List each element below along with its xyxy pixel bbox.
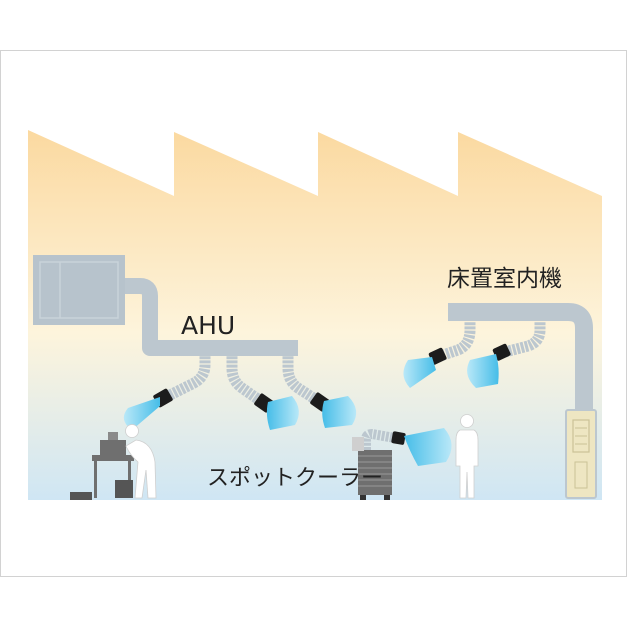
floor-unit-airflows: [403, 354, 499, 388]
person-standing: [455, 414, 479, 499]
floor-unit-nozzles: [428, 343, 511, 365]
ahu-duct: [125, 278, 298, 356]
floor-unit-label: 床置室内機: [447, 266, 562, 292]
floor-unit-hoses: [438, 318, 546, 362]
person-worker: [125, 424, 157, 499]
ahu-airflows: [123, 396, 357, 430]
ahu-unit: [33, 255, 125, 325]
floor-unit: [448, 303, 597, 499]
ahu-label: AHU: [181, 311, 236, 340]
ahu-nozzles: [153, 388, 330, 413]
machine-station: [70, 432, 134, 500]
spot-cooler: [352, 428, 452, 500]
factory-building: [28, 130, 602, 500]
ahu-hoses: [163, 352, 321, 407]
spot-cooler-label: スポットクーラー: [207, 466, 384, 491]
